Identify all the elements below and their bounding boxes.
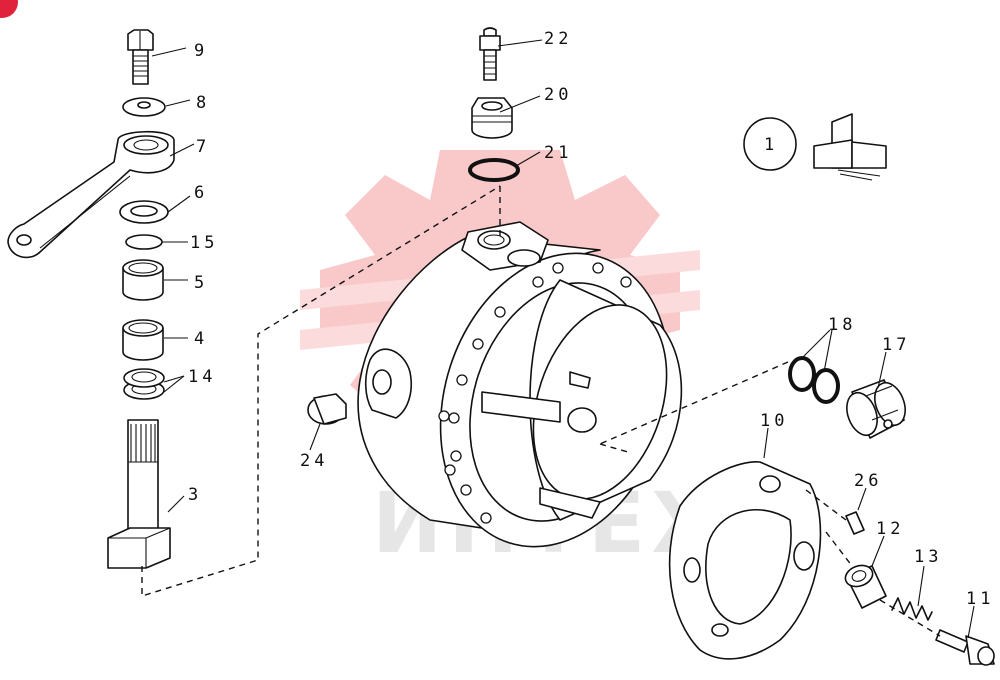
part-9-bolt [127, 29, 154, 85]
part-15-o-ring [125, 234, 163, 250]
inset-detail-1: 1 [743, 113, 887, 181]
part-10-cover-plate [668, 461, 822, 660]
part-3-sector-shaft [107, 419, 171, 569]
inset-bracket-icon [813, 113, 887, 181]
part-6-washer [119, 200, 169, 224]
inset-label: 1 [764, 135, 778, 155]
leader-lines [151, 39, 975, 639]
callout-26: 26 [854, 471, 882, 491]
callout-10: 10 [760, 411, 788, 431]
callout-9: 9 [194, 41, 208, 61]
part-7-pitman-arm [7, 130, 175, 259]
part-21-o-ring [468, 158, 520, 182]
callout-15: 15 [190, 233, 218, 253]
callout-21: 21 [544, 143, 572, 163]
callout-11: 11 [966, 589, 994, 609]
callout-6: 6 [194, 183, 208, 203]
part-24-plug [307, 393, 347, 425]
part-14-seals [123, 368, 165, 400]
callout-12: 12 [876, 519, 904, 539]
callout-5: 5 [194, 273, 208, 293]
callout-20: 20 [544, 85, 572, 105]
corner-badge [0, 0, 18, 18]
part-8-washer [122, 97, 166, 117]
part-17-piston [846, 379, 906, 439]
part-5-bushing [122, 259, 164, 301]
callout-14: 14 [188, 367, 216, 387]
part-26-pin [845, 511, 865, 535]
part-11-bolt [935, 629, 995, 666]
assembly-dashed-lines [141, 185, 941, 637]
callout-4: 4 [194, 329, 208, 349]
part-12-bushing [844, 564, 887, 609]
part-4-bushing [122, 319, 164, 361]
part-13-spring [891, 597, 933, 621]
housing-body [357, 221, 683, 548]
callout-13: 13 [914, 547, 942, 567]
callout-18: 18 [828, 315, 856, 335]
callout-22: 22 [544, 29, 572, 49]
callout-labels: 9 8 7 6 15 5 4 14 3 22 20 21 18 17 24 10… [188, 29, 994, 609]
part-22-bleeder-valve [479, 27, 501, 81]
callout-7: 7 [196, 137, 210, 157]
part-18-seal-rings [788, 356, 840, 404]
callout-8: 8 [196, 93, 210, 113]
part-20-valve-seat [471, 97, 513, 139]
callout-17: 17 [882, 335, 910, 355]
callout-24: 24 [300, 451, 328, 471]
callout-3: 3 [188, 485, 202, 505]
